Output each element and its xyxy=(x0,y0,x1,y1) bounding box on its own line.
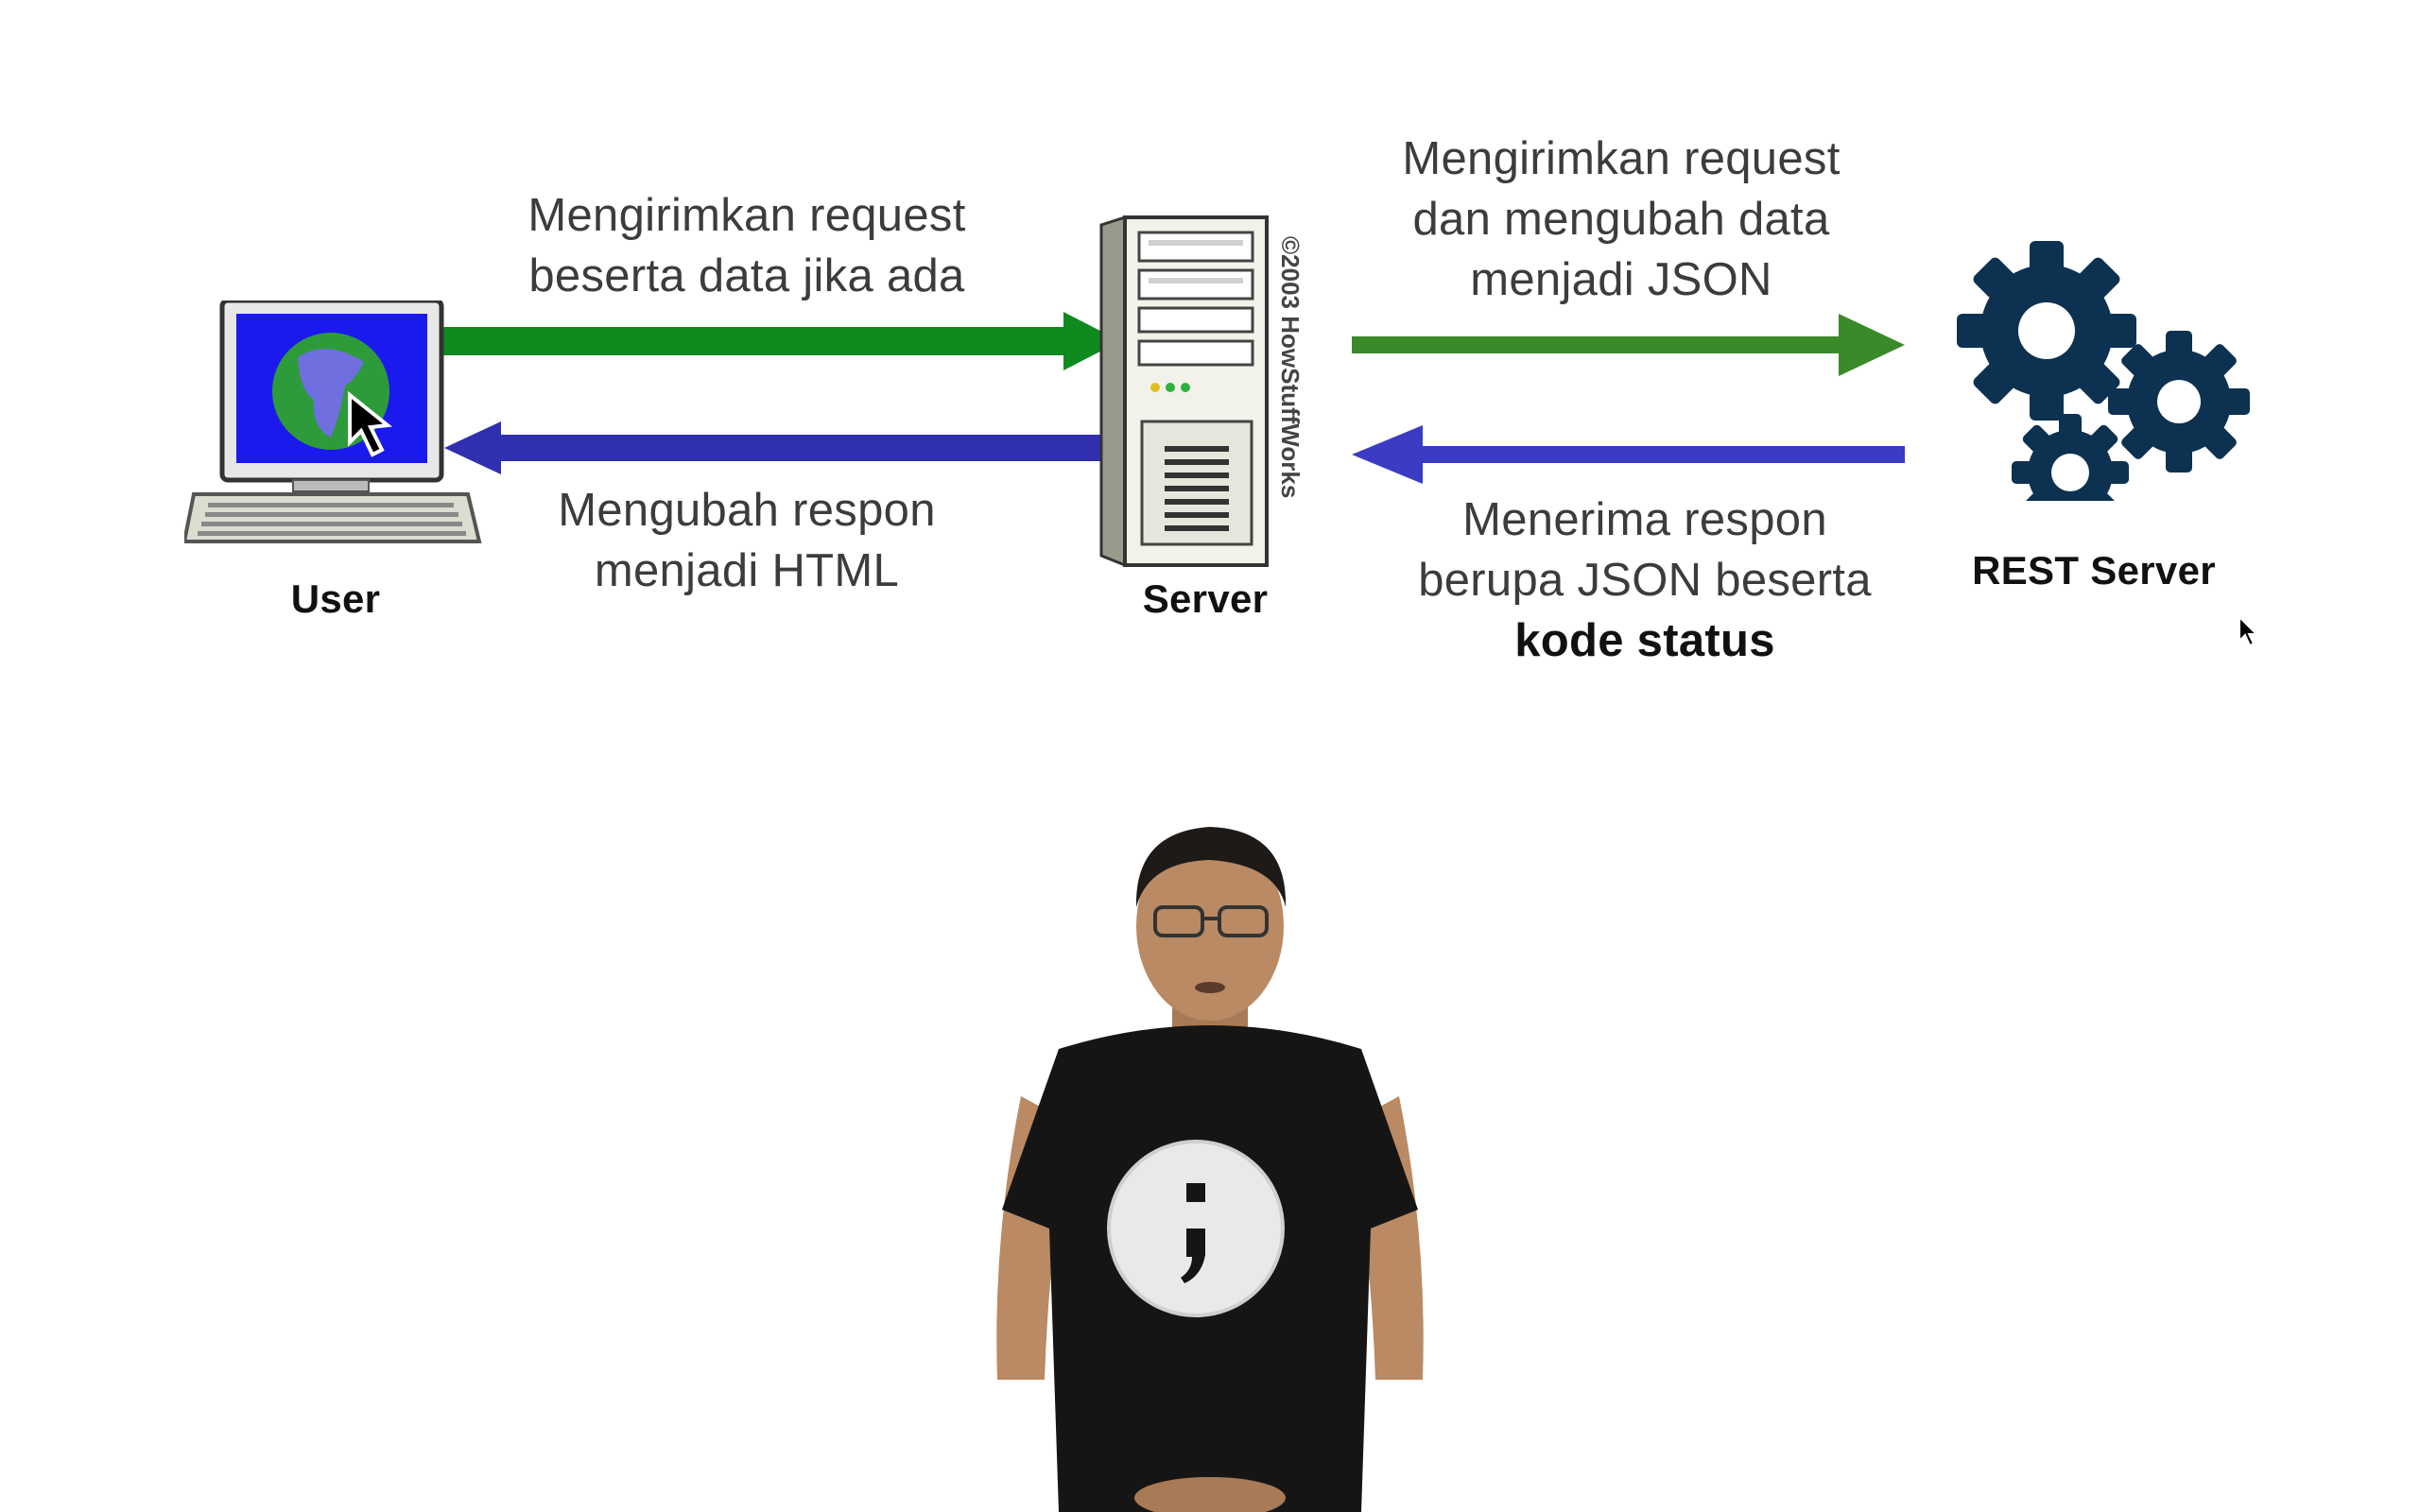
caption-line: beserta data jika ada xyxy=(528,250,965,301)
caption-user-to-server: Mengirimkan request beserta data jika ad… xyxy=(492,185,1002,306)
caption-line: Mengubah respon xyxy=(558,485,936,536)
caption-line: menjadi JSON xyxy=(1470,254,1772,305)
arrow-server-to-rest xyxy=(1352,314,1905,376)
caption-line: Mengirimkan request xyxy=(527,190,966,241)
arrow-rest-to-server xyxy=(1352,425,1905,484)
computer-icon xyxy=(184,301,482,543)
caption-server-to-user: Mengubah respon menjadi HTML xyxy=(492,480,1002,601)
node-label-server: Server xyxy=(1142,576,1269,621)
caption-bold-line: kode status xyxy=(1514,615,1775,666)
gears-icon xyxy=(1957,241,2250,501)
caption-server-to-rest: Mengirimkan request dan mengubah data me… xyxy=(1352,129,1891,310)
caption-rest-to-server: Menerima respon berupa JSON beserta kode… xyxy=(1371,490,1919,671)
server-watermark: ©2003 HowStuffWorks xyxy=(1276,236,1305,499)
caption-line: Menerima respon xyxy=(1462,494,1827,545)
caption-line: dan mengubah data xyxy=(1412,194,1830,245)
caption-line: Mengirimkan request xyxy=(1402,133,1841,184)
caption-line: berupa JSON beserta xyxy=(1418,555,1872,606)
presenter-photo xyxy=(996,827,1424,1512)
mouse-cursor-icon xyxy=(2238,614,2259,647)
server-tower-icon xyxy=(1099,215,1269,568)
arrow-server-to-user xyxy=(444,421,1106,474)
arrow-user-to-server xyxy=(430,312,1120,370)
node-label-user: User xyxy=(290,576,381,621)
node-label-rest-server: REST Server xyxy=(1972,548,2216,593)
caption-line: menjadi HTML xyxy=(594,545,900,596)
